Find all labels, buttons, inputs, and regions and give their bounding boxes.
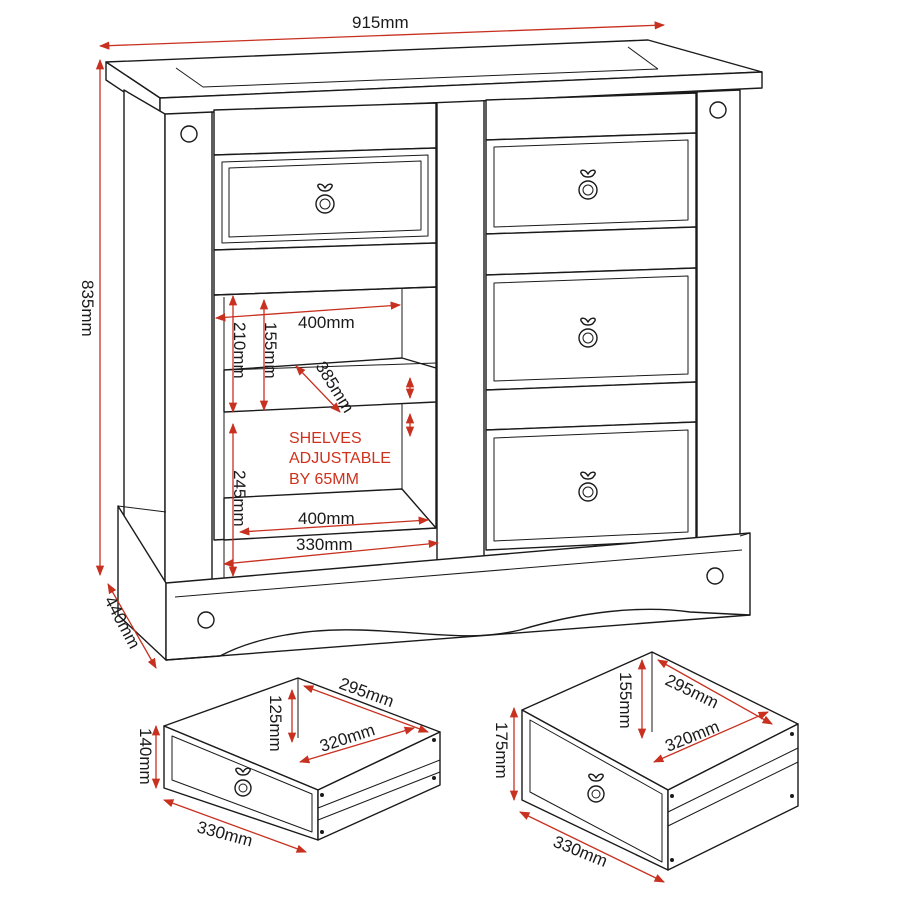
drawer-ring-pull-icon bbox=[578, 169, 598, 200]
bottom-inner-width-label: 330mm bbox=[296, 535, 353, 554]
lower-shelf-width-line bbox=[238, 516, 430, 536]
fixing-holes bbox=[180, 101, 727, 629]
top-front-face bbox=[159, 71, 763, 117]
wall-fixing-hole-icon bbox=[709, 101, 727, 119]
upper-outer-height-label: 210mm bbox=[230, 322, 249, 379]
small-drawer-height-label: 140mm bbox=[136, 728, 155, 785]
depth-dimension-line bbox=[107, 583, 157, 669]
shelves-note-line1: SHELVES bbox=[289, 430, 362, 447]
drawer-ring-pull-icon bbox=[234, 767, 252, 797]
small-drawer-width-line bbox=[163, 799, 307, 853]
wall-fixing-hole-icon bbox=[197, 611, 215, 629]
drawer-handles bbox=[315, 169, 598, 502]
drawer-ring-pull-icon bbox=[578, 317, 598, 348]
small-drawer-depth-outer-line bbox=[303, 685, 429, 733]
shelves-note-line3: BY 65MM bbox=[289, 471, 359, 488]
large-drawer-height-label: 175mm bbox=[492, 722, 511, 779]
right-drawer-3 bbox=[485, 421, 697, 551]
left-mid-rail bbox=[213, 242, 437, 296]
drawer-ring-pull-icon bbox=[315, 183, 335, 214]
drawer-ring-pull-icon bbox=[578, 471, 598, 502]
width-dimension-line bbox=[98, 21, 666, 50]
bottom-inner-width-line bbox=[222, 539, 440, 568]
height-label: 835mm bbox=[78, 280, 97, 337]
large-drawer-inner-height-label: 155mm bbox=[616, 672, 635, 729]
right-drawer-1 bbox=[485, 132, 697, 235]
upper-inner-height-label: 155mm bbox=[261, 322, 280, 379]
sideboard bbox=[105, 39, 763, 661]
large-drawer: 155mm 295mm 320mm 175mm 330mm bbox=[492, 651, 799, 883]
lower-shelf-height-label: 245mm bbox=[230, 470, 249, 527]
sideboard-dimensions: 915mm 835mm 440mm 400mm 210mm 155mm 385m… bbox=[78, 13, 666, 669]
wall-fixing-hole-icon bbox=[706, 567, 724, 585]
upper-shelf-width-label: 400mm bbox=[298, 313, 355, 332]
upper-shelf-width-line bbox=[214, 301, 402, 322]
shelves-note-line2: ADJUSTABLE bbox=[289, 450, 391, 467]
small-drawer-inner-depth-line bbox=[299, 726, 415, 764]
wall-fixing-hole-icon bbox=[180, 125, 198, 143]
shelf-depth-line bbox=[295, 365, 341, 413]
lower-shelf-width-label: 400mm bbox=[298, 509, 355, 528]
right-rail-2 bbox=[485, 226, 697, 276]
small-drawer-inner-height-label: 125mm bbox=[266, 695, 285, 752]
small-drawer: 295mm 125mm 320mm 140mm 330mm bbox=[136, 674, 441, 853]
right-top-rail bbox=[485, 92, 697, 141]
large-drawer-width-line bbox=[519, 811, 665, 883]
left-top-rail bbox=[213, 102, 437, 156]
large-drawer-inner-depth-line bbox=[653, 711, 769, 763]
width-label: 915mm bbox=[352, 13, 409, 32]
drawer-ring-pull-icon bbox=[587, 773, 605, 803]
